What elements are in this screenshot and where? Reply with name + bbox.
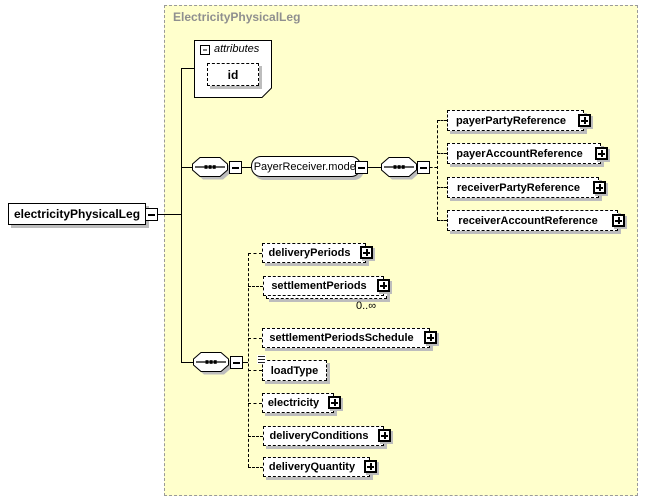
expand-icon[interactable]	[424, 331, 437, 344]
connector-dashed	[248, 467, 263, 468]
element-receiverAccountReference[interactable]: receiverAccountReference	[447, 210, 618, 231]
connector-dashed	[437, 153, 447, 154]
collapse-icon[interactable]	[200, 45, 210, 55]
element-settlementPeriods[interactable]: settlementPeriods	[263, 276, 384, 296]
element-deliveryPeriods[interactable]: deliveryPeriods	[262, 243, 366, 263]
element-label: settlementPeriods	[271, 280, 367, 292]
connector-dashed	[248, 253, 249, 467]
connector-dashed	[248, 370, 262, 371]
element-label: electricityPhysicalLeg	[13, 207, 141, 221]
element-label: payerAccountReference	[456, 147, 583, 160]
attributes-header: attributes	[214, 43, 260, 55]
expand-icon[interactable]	[378, 429, 391, 442]
element-label: settlementPeriodsSchedule	[269, 332, 414, 344]
element-loadType[interactable]: loadType	[262, 360, 327, 381]
element-deliveryConditions[interactable]: deliveryConditions	[263, 426, 384, 446]
expand-icon[interactable]	[360, 246, 373, 259]
collapse-icon[interactable]	[417, 161, 430, 174]
occurrence-label: 0..∞	[356, 300, 377, 312]
connector-dashed	[248, 436, 263, 437]
element-label: electricity	[267, 397, 320, 409]
text-content-icon	[257, 355, 266, 364]
element-label: deliveryConditions	[269, 430, 369, 442]
model-group-PayerReceiver[interactable]: PayerReceiver.model	[251, 156, 361, 177]
connector	[158, 214, 181, 215]
element-settlementPeriodsSchedule[interactable]: settlementPeriodsSchedule	[262, 328, 430, 348]
expand-icon[interactable]	[328, 396, 341, 409]
element-receiverPartyReference[interactable]: receiverPartyReference	[447, 177, 599, 198]
connector	[181, 68, 194, 69]
element-payerPartyReference[interactable]: payerPartyReference	[447, 110, 584, 131]
connector	[242, 167, 251, 168]
element-electricity[interactable]: electricity	[262, 393, 334, 413]
connector-dashed	[248, 338, 262, 339]
collapse-icon[interactable]	[355, 161, 368, 174]
element-label: receiverAccountReference	[458, 214, 598, 227]
connector	[181, 167, 192, 168]
connector-dashed	[437, 187, 447, 188]
connector	[181, 68, 182, 362]
connector-dashed	[437, 120, 447, 121]
sequence-icon[interactable]	[192, 157, 232, 181]
element-deliveryQuantity[interactable]: deliveryQuantity	[263, 457, 370, 477]
attribute-id[interactable]: id	[207, 63, 259, 86]
collapse-icon[interactable]	[145, 208, 158, 221]
connector-dashed	[437, 220, 447, 221]
connector-dashed	[243, 362, 248, 363]
element-label: loadType	[270, 364, 319, 377]
connector-dashed	[248, 403, 262, 404]
attribute-label: id	[227, 67, 239, 82]
element-label: deliveryQuantity	[268, 461, 356, 473]
expand-icon[interactable]	[377, 279, 390, 292]
connector-dashed	[430, 167, 437, 168]
connector-dashed	[437, 120, 438, 220]
element-label: payerPartyReference	[455, 114, 567, 127]
connector	[368, 167, 383, 168]
element-label: receiverPartyReference	[457, 181, 580, 194]
connector	[181, 362, 193, 363]
expand-icon[interactable]	[578, 114, 591, 127]
expand-icon[interactable]	[364, 460, 377, 473]
element-payerAccountReference[interactable]: payerAccountReference	[447, 143, 601, 164]
container-title: ElectricityPhysicalLeg	[173, 10, 301, 24]
model-group-label: PayerReceiver.model	[253, 160, 359, 173]
attributes-box[interactable]: attributes id	[194, 40, 272, 98]
element-label: deliveryPeriods	[268, 247, 351, 259]
connector-dashed	[248, 253, 262, 254]
collapse-icon[interactable]	[229, 161, 242, 174]
sequence-icon[interactable]	[381, 157, 421, 181]
collapse-icon[interactable]	[230, 356, 243, 369]
sequence-icon[interactable]	[193, 352, 233, 376]
connector-dashed	[248, 286, 263, 287]
expand-icon[interactable]	[595, 147, 608, 160]
expand-icon[interactable]	[593, 181, 606, 194]
element-electricityPhysicalLeg[interactable]: electricityPhysicalLeg	[8, 203, 146, 225]
expand-icon[interactable]	[612, 214, 625, 227]
